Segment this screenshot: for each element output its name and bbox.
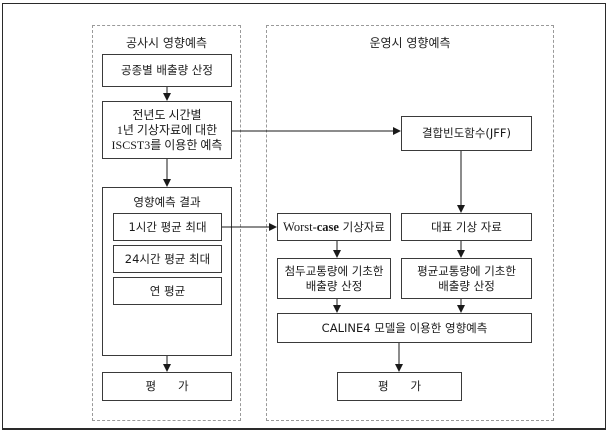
construction-evaluation-box: 평 가 — [102, 372, 232, 401]
worst-case-weather-box: Worst-case 기상자료 — [277, 213, 391, 241]
worst-case-latin: Worst- — [283, 219, 317, 234]
jff-box: 결합빈도함수(JFF) — [401, 116, 532, 151]
construction-panel: 공사시 영향예측 — [92, 25, 241, 421]
operation-panel: 운영시 영향예측 — [266, 25, 554, 421]
result-1hr-max-box: 1시간 평균 최대 — [113, 213, 222, 241]
iscst3-prediction-box: 전년도 시간별 1년 기상자료에 대한 ISCST3를 이용한 예측 — [102, 101, 232, 159]
worst-case-bold: case — [316, 219, 339, 234]
prediction-results-title: 영향예측 결과 — [133, 195, 201, 209]
peak-traffic-emission-box: 첨두교통량에 기초한 배출량 산정 — [277, 258, 391, 299]
operation-evaluation-box: 평 가 — [337, 372, 462, 401]
operation-panel-title: 운영시 영향예측 — [369, 36, 451, 50]
avg-traffic-emission-box: 평균교통량에 기초한 배출량 산정 — [401, 258, 532, 299]
result-24hr-max-box: 24시간 평균 최대 — [113, 245, 222, 273]
caline4-prediction-box: CALINE4 모델을 이용한 영향예측 — [277, 313, 532, 343]
iscst3-prediction-text: 전년도 시간별 1년 기상자료에 대한 ISCST3를 이용한 예측 — [111, 107, 223, 152]
construction-panel-title: 공사시 영향예측 — [125, 36, 208, 50]
representative-weather-box: 대표 기상 자료 — [401, 213, 532, 241]
result-annual-avg-box: 연 평균 — [113, 277, 222, 305]
emission-calculation-box: 공종별 배출량 산정 — [102, 54, 232, 87]
worst-case-korean: 기상자료 — [338, 219, 385, 234]
diagram-frame — [2, 3, 606, 430]
caline4-prediction-text: CALINE4 모델을 이용한 영향예측 — [321, 320, 488, 335]
prediction-results-group: 영향예측 결과 — [102, 187, 232, 356]
